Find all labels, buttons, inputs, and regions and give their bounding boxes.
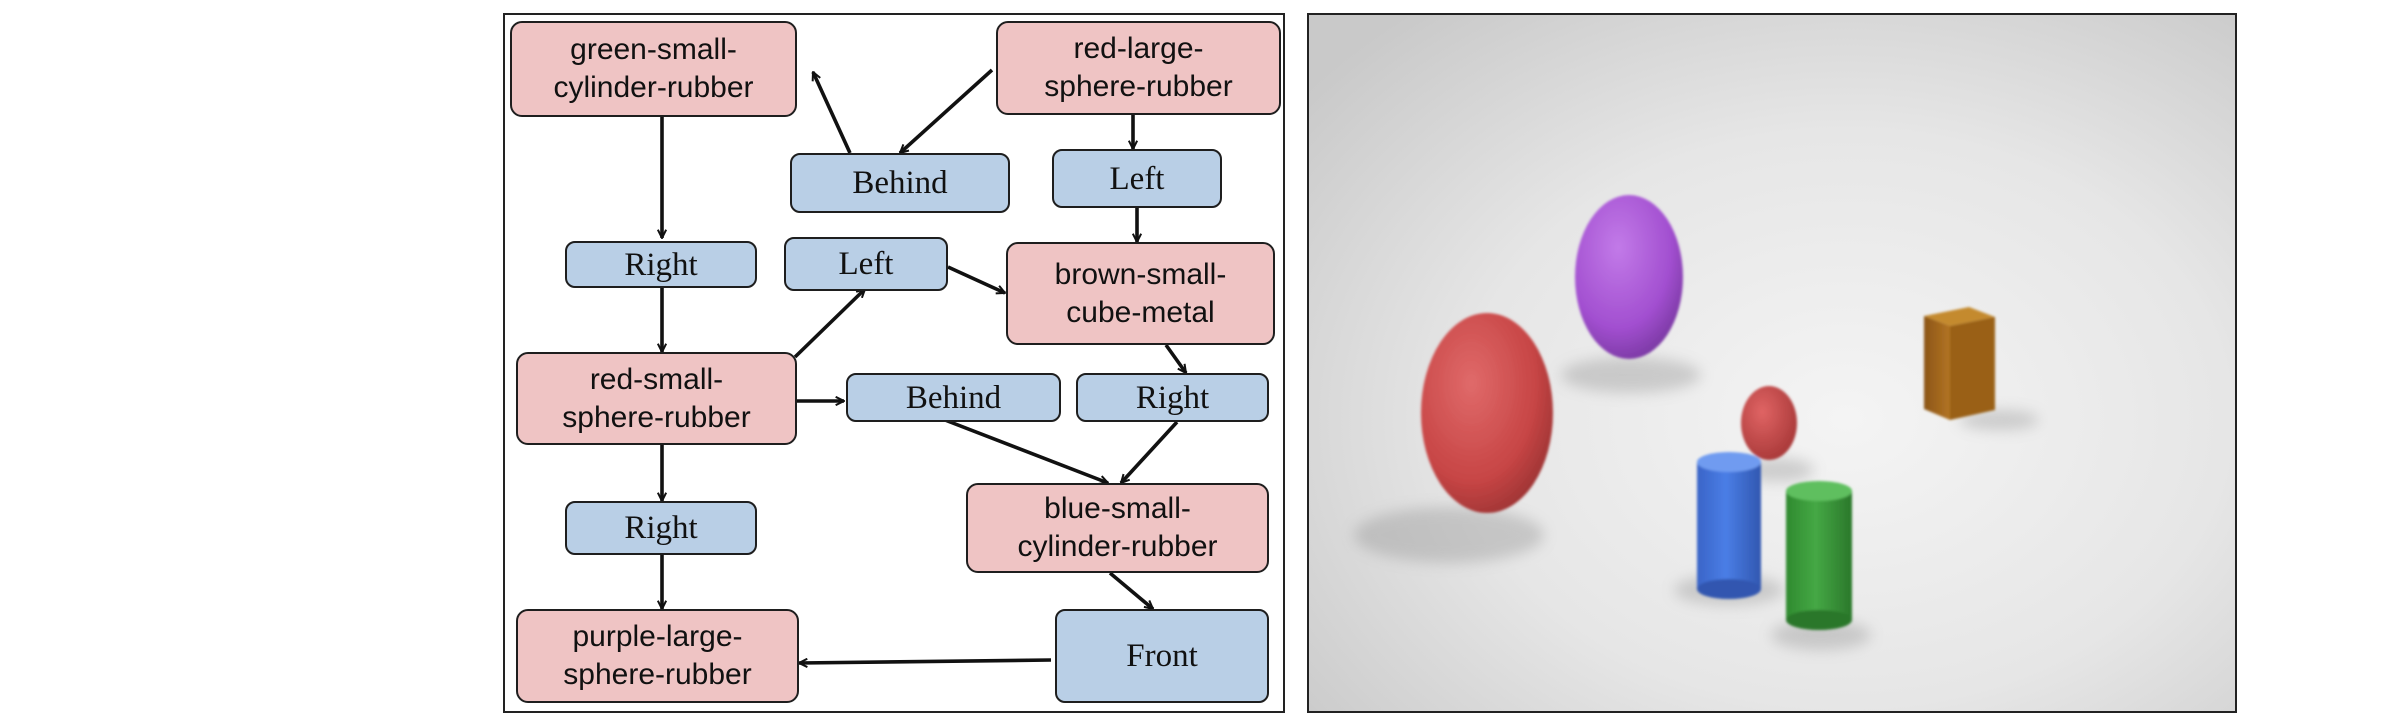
node-relation-behind: Behind [846, 373, 1061, 422]
scene-render [1309, 15, 2235, 711]
scene-graph-panel: green-small-cylinder-rubber red-large-sp… [503, 13, 1285, 713]
node-relation-left: Left [1052, 149, 1222, 208]
scene-brown-small-cube [1924, 307, 1995, 420]
node-relation-front: Front [1055, 609, 1269, 703]
node-relation-left: Left [784, 237, 948, 291]
node-purple-large-sphere-rubber: purple-large-sphere-rubber [516, 609, 799, 703]
scene-red-large-sphere [1421, 313, 1553, 513]
node-brown-small-cube-metal: brown-small-cube-metal [1006, 242, 1275, 345]
node-relation-right: Right [565, 241, 757, 288]
node-relation-right: Right [565, 501, 757, 555]
edge-right-to-blue-cylinder [1121, 420, 1179, 483]
rendered-scene-image [1307, 13, 2237, 713]
edge-red-large-to-behind [900, 68, 994, 153]
edge-brown-cube-to-right [1164, 343, 1188, 373]
scene-green-small-cylinder [1786, 481, 1852, 630]
edge-blue-cylinder-to-front [1108, 571, 1153, 609]
edge-behind-to-blue-cylinder [944, 418, 1108, 483]
node-blue-small-cylinder-rubber: blue-small-cylinder-rubber [966, 483, 1269, 573]
node-red-large-sphere-rubber: red-large-sphere-rubber [996, 21, 1281, 115]
scene-blue-small-cylinder [1697, 452, 1761, 599]
edge-red-small-to-left [793, 289, 865, 359]
edge-left-to-brown-cube-side [947, 265, 1005, 295]
scene-purple-large-sphere [1575, 195, 1683, 359]
node-green-small-cylinder-rubber: green-small-cylinder-rubber [510, 21, 797, 117]
edge-front-to-purple-sphere [799, 660, 1052, 663]
node-relation-behind: Behind [790, 153, 1010, 213]
edge-behind-to-green-cylinder [811, 72, 852, 154]
node-relation-right: Right [1076, 373, 1269, 422]
scene-red-small-sphere [1741, 386, 1797, 460]
graph-edges [505, 68, 1188, 715]
node-red-small-sphere-rubber: red-small-sphere-rubber [516, 352, 797, 445]
